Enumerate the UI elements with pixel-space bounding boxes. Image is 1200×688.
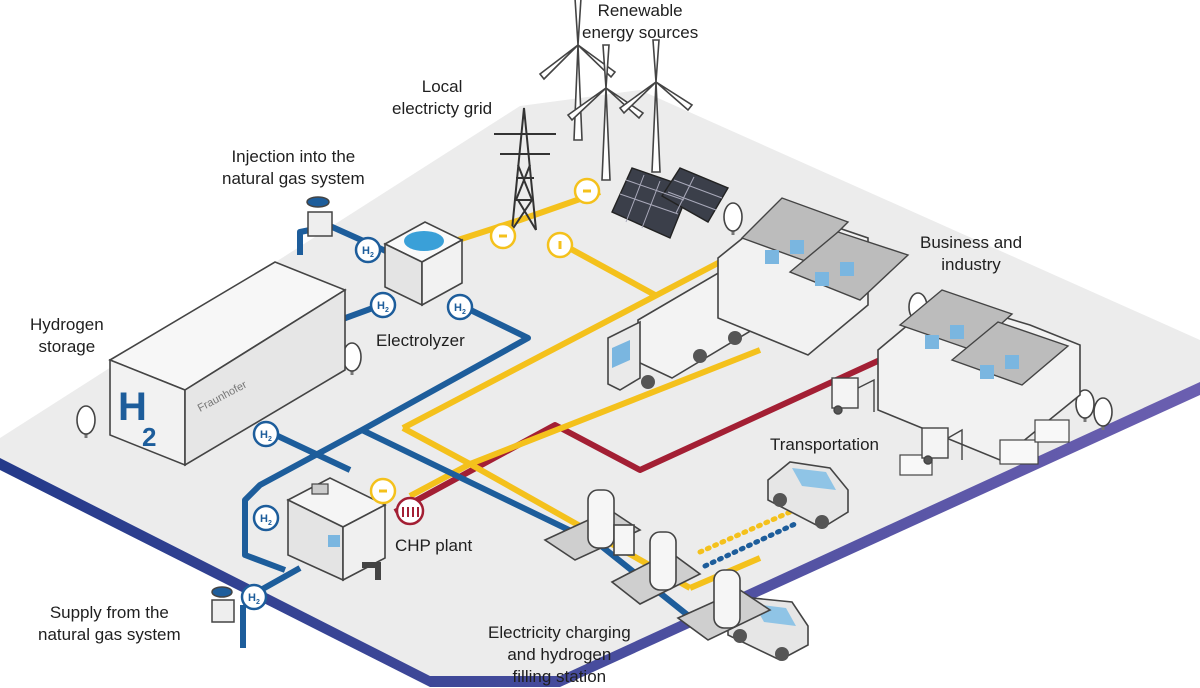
label-line: energy sources <box>582 23 699 42</box>
factory-icon <box>717 197 1081 476</box>
h2-badge-text: H2 <box>248 592 260 606</box>
label-local-grid: Local electricty grid <box>392 76 492 120</box>
label-line: Electricity charging <box>488 623 631 642</box>
label-line: and hydrogen <box>507 645 612 664</box>
h2-badge-icon: H2 <box>369 291 397 319</box>
label-line: Local <box>421 77 463 96</box>
h2-badge-text: H2 <box>454 302 466 316</box>
label-filling-station: Electricity charging and hydrogen fillin… <box>488 622 631 688</box>
label-renewable-energy: Renewable energy sources <box>582 0 698 44</box>
label-chp-plant: CHP plant <box>395 536 473 555</box>
h2-badge-text: H2 <box>260 513 272 527</box>
label-line: electricty grid <box>392 99 493 118</box>
label-line: Hydrogen <box>30 315 104 334</box>
wind-turbine-icon <box>538 0 694 181</box>
label-line: natural gas system <box>222 169 365 188</box>
label-line: Injection into the <box>231 147 356 166</box>
label-line: Renewable <box>597 1 683 20</box>
h2-badge-icon: H2 <box>446 293 474 321</box>
h2-badge-icon: H2 <box>354 236 382 264</box>
label-hydrogen-storage: Hydrogen storage <box>30 314 104 358</box>
h2-badge-text: H2 <box>260 429 272 443</box>
label-line: filling station <box>512 667 607 686</box>
label-line: Supply from the <box>49 603 169 622</box>
tank-subscript: 2 <box>142 422 156 452</box>
chp-plant-icon <box>286 477 387 582</box>
charging-station-icon <box>543 489 772 641</box>
label-electrolyzer: Electrolyzer <box>376 331 465 350</box>
label-line: Business and <box>920 233 1023 252</box>
h2-badge-text: H2 <box>377 300 389 314</box>
solar-panel-icon <box>611 167 730 239</box>
label-business-industry: Business and industry <box>920 232 1022 276</box>
electrolyzer-icon <box>383 221 464 307</box>
label-line: storage <box>38 337 96 356</box>
h2-badge-icon: H2 <box>240 583 268 611</box>
label-transportation: Transportation <box>770 435 879 454</box>
charging-dots <box>697 509 798 569</box>
label-line: natural gas system <box>38 625 181 644</box>
hydrogen-tank-icon <box>108 261 347 467</box>
gas-valve-icon <box>211 196 333 623</box>
h2-badge-icon: H2 <box>252 504 280 532</box>
label-line: industry <box>941 255 1001 274</box>
label-injection: Injection into the natural gas system <box>222 146 365 190</box>
heat-icon <box>395 496 425 526</box>
forklift-icon <box>831 377 963 465</box>
tank-symbol: H <box>118 385 147 429</box>
power-pylon-icon <box>494 107 556 231</box>
plug-icon <box>369 177 601 505</box>
h2-badge-text: H2 <box>362 245 374 259</box>
h2-badge-icon: H2 <box>252 420 280 448</box>
label-supply: Supply from the natural gas system <box>38 602 181 646</box>
